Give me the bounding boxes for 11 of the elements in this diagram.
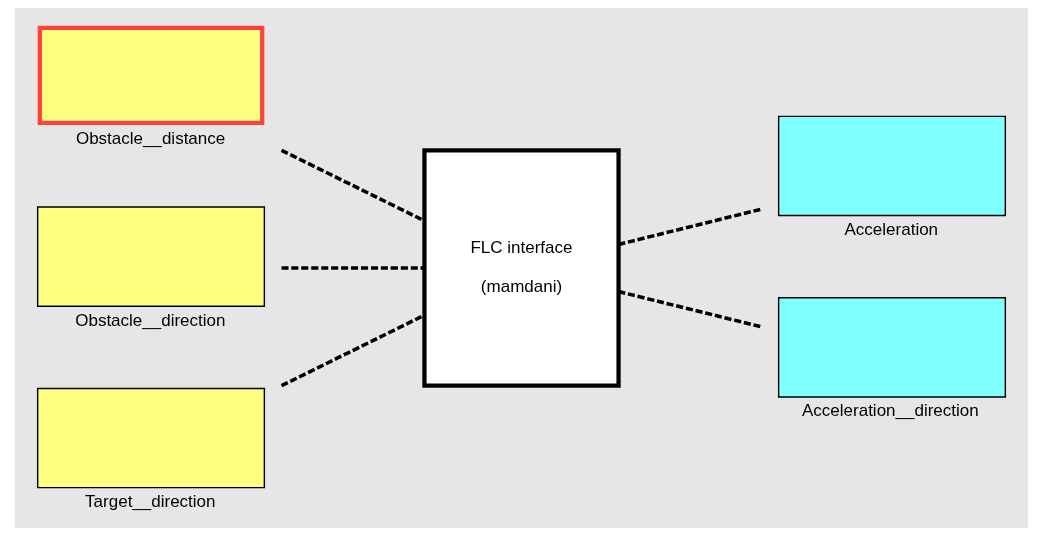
- connector: [281, 266, 424, 270]
- node-label: Acceleration: [844, 219, 938, 239]
- node-label: Acceleration__direction: [801, 401, 979, 421]
- connector: [617, 289, 762, 329]
- connector: [280, 313, 425, 388]
- node-box: FLC interface (mamdani): [421, 148, 621, 388]
- connector: [280, 148, 425, 223]
- node-label: Target__direction: [84, 491, 216, 511]
- connector: [617, 207, 762, 247]
- node-label: Obstacle__distance: [75, 129, 225, 149]
- node-label: Obstacle__direction: [74, 310, 225, 330]
